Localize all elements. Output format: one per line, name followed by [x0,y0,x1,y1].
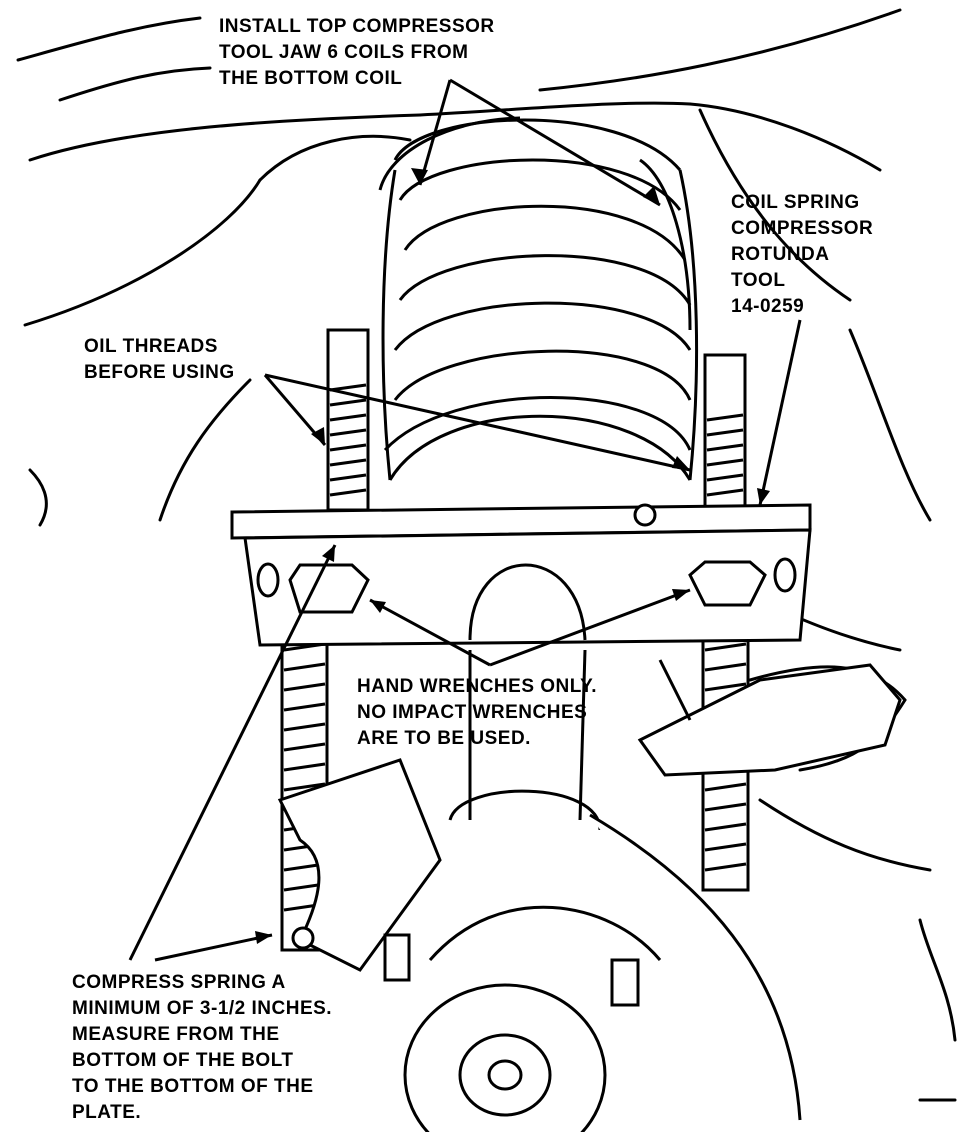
shock-absorber [448,649,602,831]
label-line: 14-0259 [731,296,805,317]
hex-nuts [288,560,767,614]
label-line: NO IMPACT WRENCHES [357,702,588,723]
arrowheads [255,168,770,944]
leader-lines [128,78,802,962]
stabilizer-link [637,659,902,777]
label-line: TOOL [731,270,786,291]
compressor-jaw [378,116,692,331]
label-oil-threads: OIL THREADS BEFORE USING [84,334,235,386]
label-line: TO THE BOTTOM OF THE [72,1076,314,1097]
label-hand-wrenches: HAND WRENCHES ONLY. NO IMPACT WRENCHES A… [357,674,597,752]
label-line: COMPRESSOR [731,218,874,239]
brake-rotor [383,813,802,1132]
label-line: ROTUNDA [731,244,830,265]
label-line: HAND WRENCHES ONLY. [357,676,597,697]
label-line: BOTTOM OF THE BOLT [72,1050,294,1071]
control-arm-bracket [277,758,442,972]
label-line: BEFORE USING [84,362,235,383]
label-install-top-jaw: INSTALL TOP COMPRESSOR TOOL JAW 6 COILS … [219,14,495,92]
label-line: INSTALL TOP COMPRESSOR [219,16,495,37]
label-line: ARE TO BE USED. [357,728,531,749]
label-line: MINIMUM OF 3-1/2 INCHES. [72,998,333,1019]
label-line: COIL SPRING [731,192,860,213]
label-line: MEASURE FROM THE [72,1024,280,1045]
label-line: THE BOTTOM COIL [219,68,403,89]
label-rotunda-tool: COIL SPRING COMPRESSOR ROTUNDA TOOL 14-0… [731,190,873,320]
label-compress-spring: COMPRESS SPRING A MINIMUM OF 3-1/2 INCHE… [72,970,332,1126]
label-line: TOOL JAW 6 COILS FROM [219,42,469,63]
compressor-plate [230,503,812,647]
coil-spring [381,118,699,481]
label-line: PLATE. [72,1102,142,1123]
label-line: OIL THREADS [84,336,218,357]
label-line: COMPRESS SPRING A [72,972,286,993]
